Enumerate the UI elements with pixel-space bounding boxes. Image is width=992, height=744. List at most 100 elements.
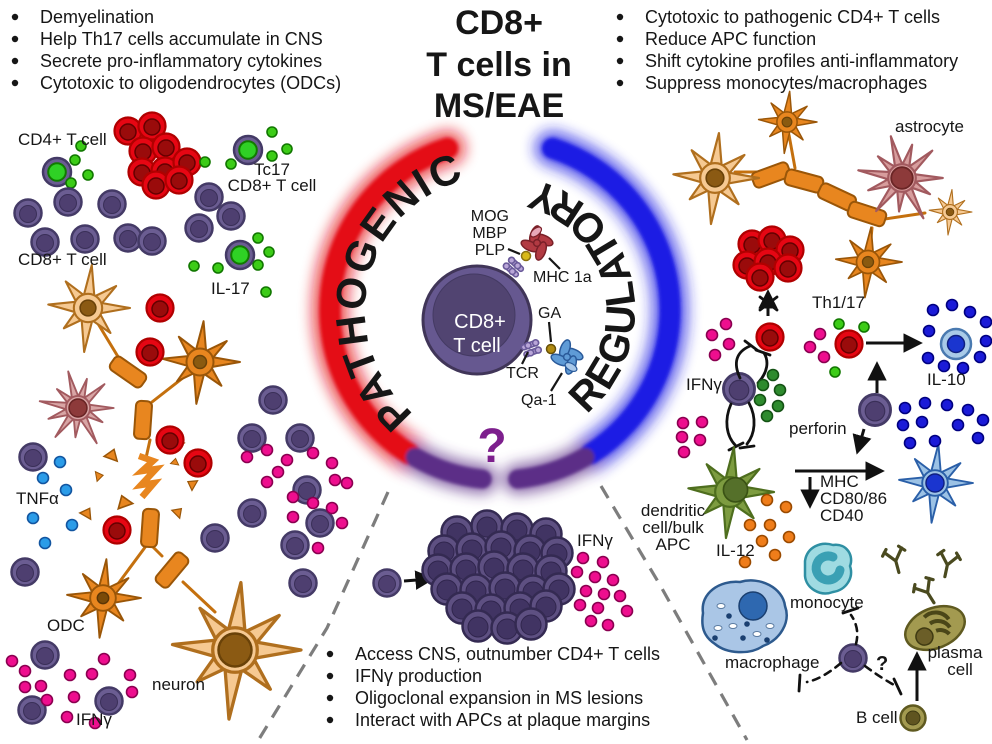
bridge-arc-right [508,447,595,489]
astrocyte-cell [856,134,944,222]
il12-label: IL-12 [716,541,755,560]
th117-pathway [803,318,923,455]
il17-label: IL-17 [211,279,250,298]
pathogenic-bullet-4: Cytotoxic to oligodendrocytes (ODCs) [40,73,341,93]
central-question-mark: ? [477,420,506,473]
bottom-bullet-list: Access CNS, outnumber CD4+ T cells IFNγ … [326,644,660,730]
title-line-1: CD8+ [455,4,543,42]
plasma-label-line2: cell [947,660,973,679]
regulatory-bullet-1: Cytotoxic to pathogenic CD4+ T cells [645,7,940,27]
bottom-bullet-1: Access CNS, outnumber CD4+ T cells [355,644,660,664]
regulatory-bullet-list: Cytotoxic to pathogenic CD4+ T cells Red… [616,7,958,93]
bridge-arc-left [405,447,492,489]
tcr-qa1-receptor [519,321,586,392]
cd4-t-cell-cluster [113,111,202,200]
mbp-label: MBP [472,225,507,242]
healthy-myelin-axon [733,133,927,250]
ifng-dots-bottom [570,551,634,632]
il10-label: IL-10 [927,370,966,389]
plp-label: PLP [475,242,505,259]
monocyte-cell [803,542,853,595]
myelin-damage-zigzag [131,452,165,500]
astrocyte-label: astrocyte [895,117,964,136]
neuron-upper-left [46,263,132,354]
dendritic-label-line3: APC [656,535,691,554]
tcr-mhc1a-receptor [501,223,561,280]
regulated-apc-cell [897,442,974,525]
neuron-right-3 [834,226,903,299]
bcell-label: B cell [856,708,898,727]
pathogenic-bullet-1: Demyelination [40,7,154,27]
central-cell-line1: CD8+ [454,311,506,333]
single-cd8-cell [372,568,402,598]
bottom-bullet-2: IFNγ production [355,666,482,686]
dendritic-cell [686,445,776,540]
neuron-right-4 [928,188,973,236]
mog-label: MOG [471,208,509,225]
perforin-dots [753,368,787,423]
bottom-bullet-3: Oligoclonal expansion in MS lesions [355,688,643,708]
suppressed-cd4-cluster [732,225,805,292]
neuron-big [170,580,303,722]
ifng-label-bottom: IFNγ [577,531,613,550]
regulatory-bullet-4: Suppress monocytes/macrophages [645,73,927,93]
dendritic-label-line1: dendritic [641,501,706,520]
ifng-label-right: IFNγ [686,375,722,394]
pathogenic-bullet-2: Help Th17 cells accumulate in CNS [40,29,323,49]
neuron-right-1 [671,131,761,226]
macrophage-label: macrophage [725,653,820,672]
cd8-treg-question-cell [838,643,868,673]
pathogenic-bullet-3: Secrete pro-inflammatory cytokines [40,51,322,71]
plasma-label-line1: plasma [928,643,983,662]
qa1-label: Qa-1 [521,392,557,409]
neuron-label: neuron [152,675,205,694]
cd8-t-cell-label: CD8+ T cell [18,250,107,269]
damaged-myelin-axon [95,320,217,614]
left-separator-dashed-line [254,491,390,744]
apc-blue-dots [896,396,990,450]
central-cd8-t-cell: CD8+ T cell MOG MBP PLP MHC 1a GA TCR Qa… [421,208,592,473]
regulatory-arc [542,137,681,465]
title-line-2: T cells in [426,46,572,84]
regulatory-scene: astrocyte Th1/17 IFNγ perforin IL-10 den… [641,90,992,732]
mhc1a-label: MHC 1a [533,269,592,286]
microglia-cell [38,369,115,446]
pathogenic-scene: CD4+ T cell Tc17 CD8+ T cell CD8+ T cell… [5,111,354,730]
cd8086-label: CD80/86 [820,489,887,508]
monocyte-label: monocyte [790,593,864,612]
plasma-cell [904,604,966,652]
tc17-label-line1: Tc17 [254,160,290,179]
odc-label: ODC [47,616,85,635]
cd4-t-cell-label: CD4+ T cell [18,130,107,149]
tc17-label-line2: CD8+ T cell [228,176,317,195]
neuron-mid-left [160,319,241,406]
regulatory-bullet-3: Shift cytokine profiles anti-inflammator… [645,51,958,71]
regulatory-bullet-2: Reduce APC function [645,29,816,49]
cd40-label: CD40 [820,506,863,525]
ifng-label-left: IFNγ [76,710,112,729]
question-label-right: ? [876,653,888,675]
macrophage-cell [701,579,788,654]
blocked-expansion-arrow [758,289,779,316]
tcr-label: TCR [506,365,539,382]
cd8-cluster [421,509,576,645]
perforin-label: perforin [789,419,847,438]
pathogenic-bullet-list: Demyelination Help Th17 cells accumulate… [11,7,341,93]
il10-cell [939,327,973,361]
neuron-right-2 [757,90,818,155]
odc-cell [65,557,142,640]
th117-label: Th1/17 [812,293,865,312]
bottom-bullet-4: Interact with APCs at plaque margins [355,710,650,730]
dashed-inhibition-lines [797,606,903,696]
dendritic-label-line2: cell/bulk [642,518,704,537]
tnfa-label: TNFα [16,489,59,508]
central-cell-line2: T cell [453,335,500,357]
figure-title: CD8+ T cells in MS/EAE [426,4,572,125]
mhc-label: MHC [820,472,859,491]
title-line-3: MS/EAE [434,87,564,125]
b-cell [899,704,927,732]
antibody-icons [879,543,964,611]
oligoclonal-expansion: IFNγ [372,509,634,645]
